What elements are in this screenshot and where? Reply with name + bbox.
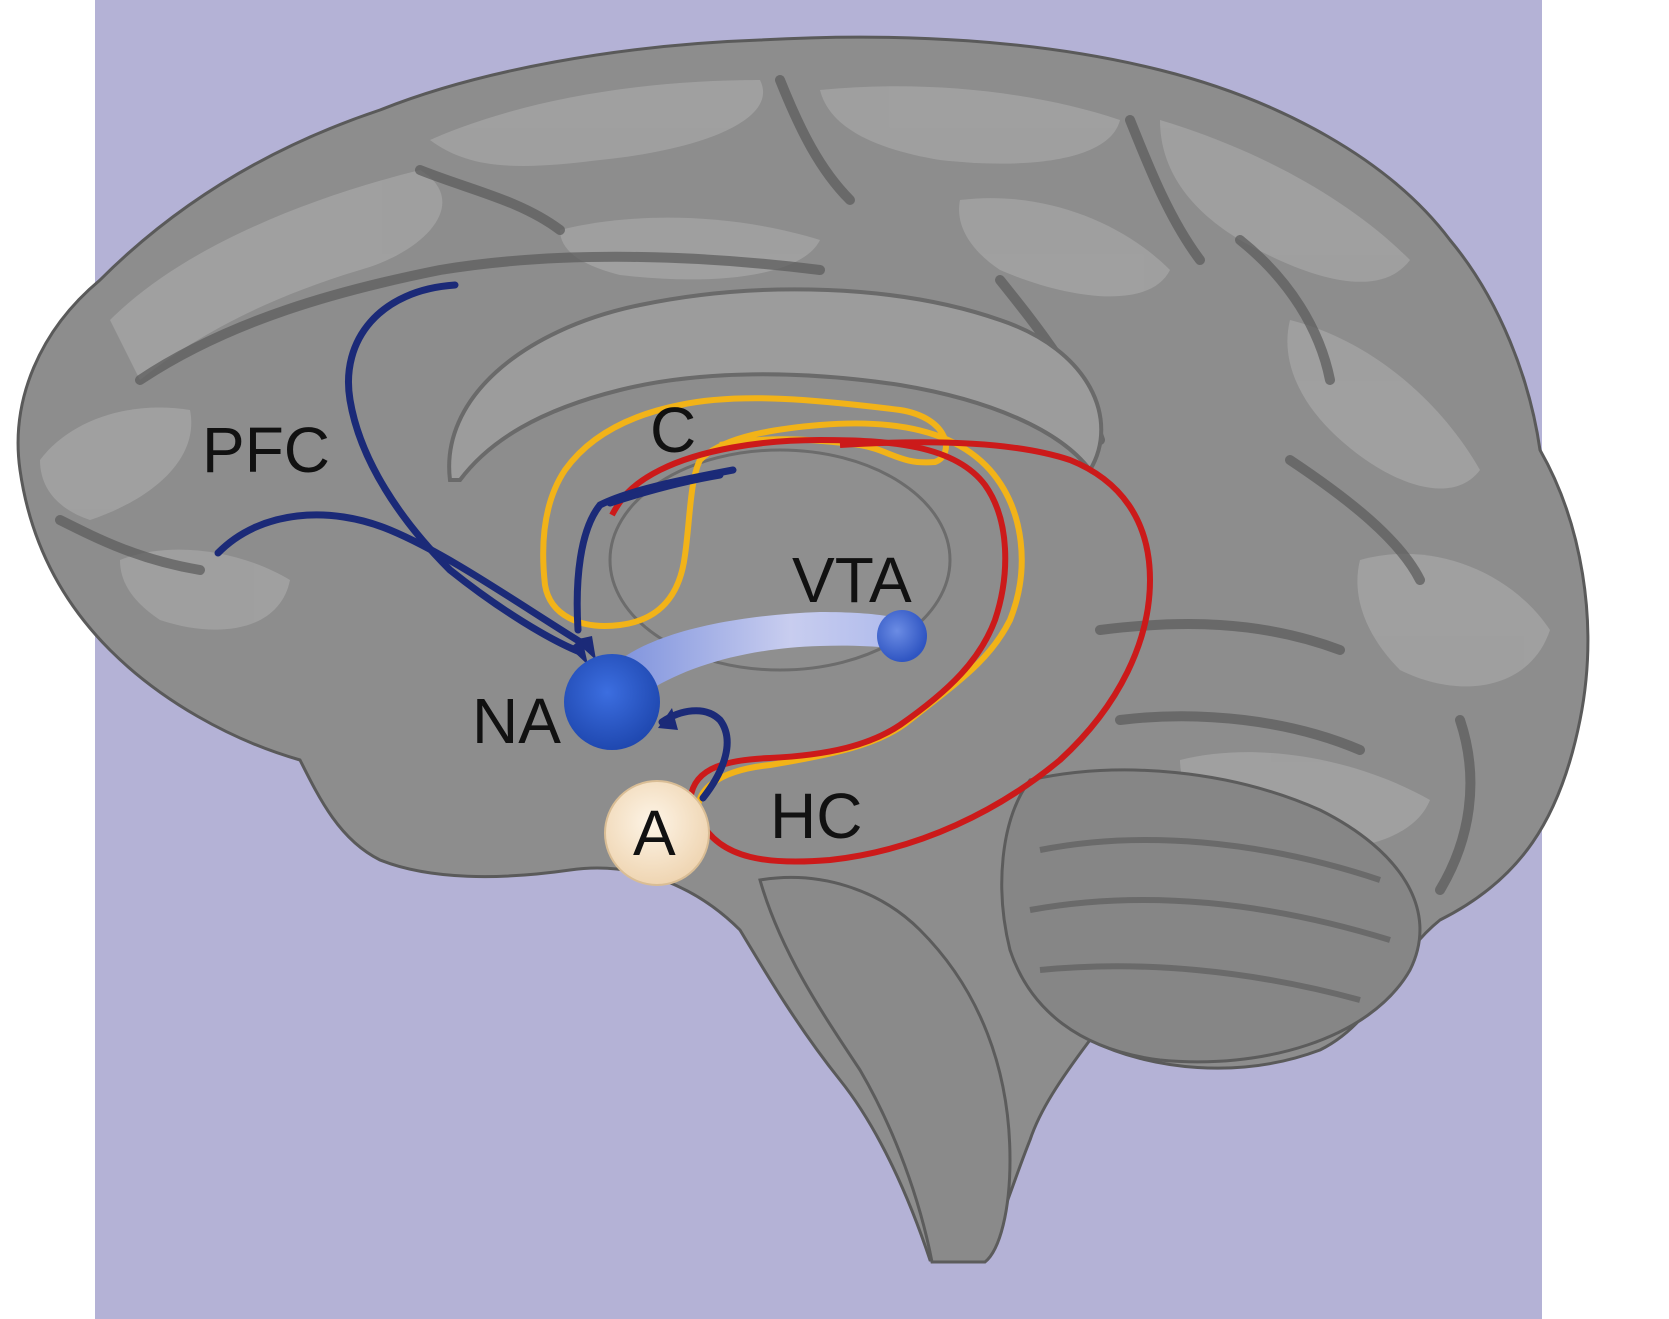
label-na: NA — [472, 685, 561, 757]
label-c: C — [650, 394, 696, 466]
label-hc: HC — [770, 780, 862, 852]
label-pfc: PFC — [202, 414, 330, 486]
label-vta: VTA — [792, 544, 912, 616]
na-node — [564, 654, 660, 750]
vta-node — [877, 610, 927, 662]
label-a: A — [633, 797, 676, 869]
